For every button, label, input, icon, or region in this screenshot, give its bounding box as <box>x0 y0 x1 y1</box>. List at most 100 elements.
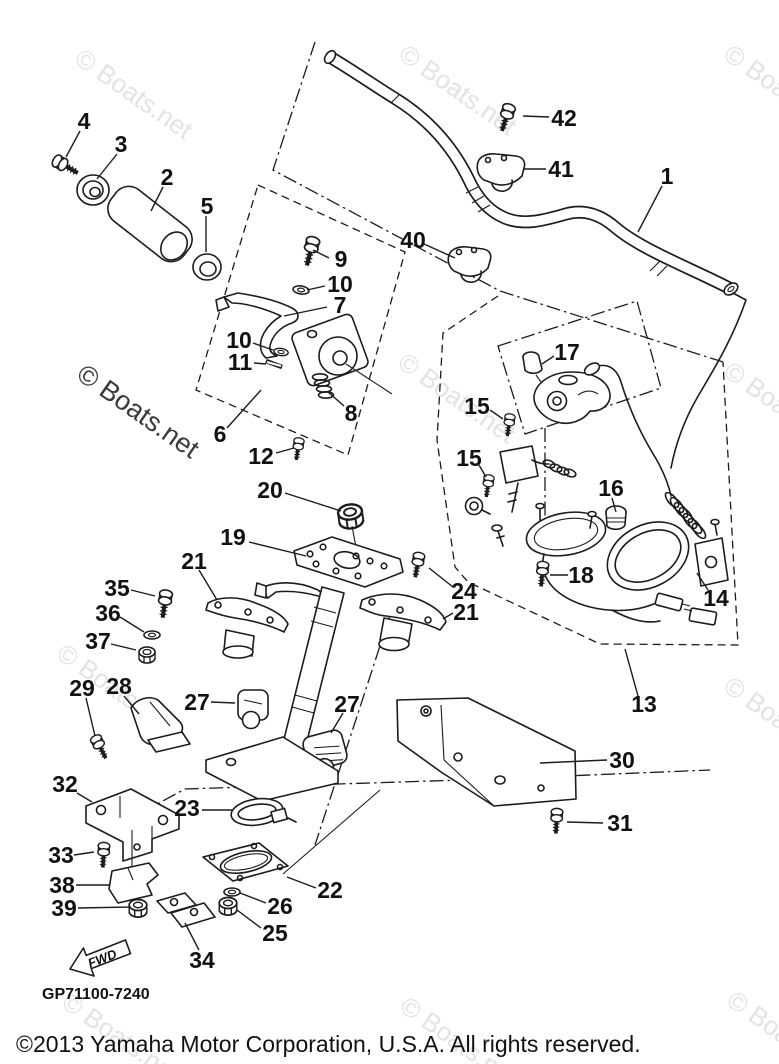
leader-line <box>253 362 267 365</box>
part-callout-9[interactable]: 9 <box>335 246 348 272</box>
leader-line <box>130 589 156 597</box>
part-callout-21[interactable]: 21 <box>181 548 207 574</box>
part-callout-1[interactable]: 1 <box>661 163 674 189</box>
part-callout-19[interactable]: 19 <box>220 524 246 550</box>
leader-line <box>312 249 330 259</box>
part-callout-5[interactable]: 5 <box>201 193 214 219</box>
part-callout-29[interactable]: 29 <box>69 675 95 701</box>
leader-line <box>239 892 267 904</box>
part-callout-7[interactable]: 7 <box>334 292 347 318</box>
part-callout-41[interactable]: 41 <box>548 156 574 182</box>
part-callout-15[interactable]: 15 <box>456 445 482 471</box>
part-callout-15[interactable]: 15 <box>464 393 490 419</box>
leader-line <box>330 712 344 734</box>
leader-line <box>442 612 454 620</box>
handlebar-drawing <box>323 49 739 296</box>
leader-line <box>428 567 454 588</box>
leader-line <box>696 572 709 591</box>
leader-line <box>286 876 317 889</box>
leader-line <box>184 922 200 951</box>
leader-line <box>624 648 639 697</box>
part-callout-6[interactable]: 6 <box>214 421 227 447</box>
leader-line <box>637 185 663 233</box>
leader-line <box>110 643 137 651</box>
part-callout-37[interactable]: 37 <box>85 628 111 654</box>
part-callout-2[interactable]: 2 <box>161 164 174 190</box>
leader-line <box>423 243 456 259</box>
lower-bracket-drawing <box>396 697 577 836</box>
mounting-parts-drawing <box>85 689 381 928</box>
boats-net-watermark: © Boats.net <box>72 358 206 464</box>
part-callout-11[interactable]: 11 <box>228 349 253 375</box>
part-callout-4[interactable]: 4 <box>78 108 91 134</box>
part-callout-33[interactable]: 33 <box>48 842 74 868</box>
part-callout-20[interactable]: 20 <box>257 477 283 503</box>
part-callout-10[interactable]: 10 <box>226 327 252 353</box>
leader-line <box>85 697 96 737</box>
part-callout-22[interactable]: 22 <box>317 877 343 903</box>
part-callout-35[interactable]: 35 <box>104 575 130 601</box>
part-callout-17[interactable]: 17 <box>554 339 580 365</box>
part-callout-14[interactable]: 14 <box>703 585 729 611</box>
part-callout-30[interactable]: 30 <box>609 747 635 773</box>
leader-line <box>284 492 342 512</box>
part-callout-16[interactable]: 16 <box>598 475 624 501</box>
leader-line <box>327 391 345 407</box>
part-callout-38[interactable]: 38 <box>49 872 75 898</box>
leader-line <box>489 409 504 420</box>
part-callout-13[interactable]: 13 <box>631 691 657 717</box>
part-callout-31[interactable]: 31 <box>607 810 633 836</box>
part-callout-40[interactable]: 40 <box>400 227 426 253</box>
part-callout-24[interactable]: 24 <box>451 578 477 604</box>
leader-line <box>119 616 145 633</box>
boats-net-watermark: © Boats.net <box>393 346 522 449</box>
fwd-arrow-label: FWD <box>86 946 120 971</box>
leader-line <box>150 186 164 212</box>
steering-bracket-subassembly-drawing <box>215 235 393 463</box>
part-callout-23[interactable]: 23 <box>174 795 200 821</box>
part-callout-27[interactable]: 27 <box>334 691 360 717</box>
leader-line <box>73 851 95 856</box>
fwd-arrow: FWD <box>69 939 132 977</box>
part-callout-27[interactable]: 27 <box>184 689 210 715</box>
part-callout-8[interactable]: 8 <box>345 400 358 426</box>
leader-line <box>478 464 487 478</box>
part-callout-34[interactable]: 34 <box>189 947 215 973</box>
part-callout-12[interactable]: 12 <box>248 443 274 469</box>
boats-net-watermark: © Boats.net <box>719 38 779 141</box>
leader-line <box>123 695 140 715</box>
leader-line <box>611 497 617 513</box>
boats-net-watermark: © Boats.net <box>722 984 779 1064</box>
part-callout-39[interactable]: 39 <box>51 895 77 921</box>
boats-net-watermark: © Boats.net <box>719 670 779 773</box>
part-callout-25[interactable]: 25 <box>262 920 288 946</box>
part-callout-42[interactable]: 42 <box>551 105 577 131</box>
leader-line <box>236 909 262 929</box>
part-callout-36[interactable]: 36 <box>95 600 121 626</box>
part-callout-32[interactable]: 32 <box>52 771 78 797</box>
leader-line <box>541 355 555 365</box>
handlebar-clamp-drawing <box>447 100 526 283</box>
part-callout-3[interactable]: 3 <box>115 131 128 157</box>
leader-line <box>226 389 262 429</box>
callout-layer: 4325910710116128424140117151516181413201… <box>48 105 729 973</box>
leader-line <box>96 153 118 180</box>
part-callout-10[interactable]: 10 <box>327 271 353 297</box>
leader-line <box>198 569 218 601</box>
part-callout-28[interactable]: 28 <box>106 673 132 699</box>
leader-line <box>77 906 131 909</box>
leader-line <box>566 821 604 824</box>
throttle-subassembly-drawing <box>464 292 747 626</box>
leader-line <box>306 285 326 291</box>
leader-line <box>248 541 307 557</box>
leader-line <box>539 759 608 764</box>
leader-line <box>210 701 236 704</box>
diagram-code: GP71100-7240 <box>42 986 150 1003</box>
part-callout-21[interactable]: 21 <box>453 599 479 625</box>
leader-line <box>252 342 274 351</box>
part-callout-26[interactable]: 26 <box>267 893 293 919</box>
leader-line <box>76 792 93 803</box>
part-callout-18[interactable]: 18 <box>568 562 594 588</box>
